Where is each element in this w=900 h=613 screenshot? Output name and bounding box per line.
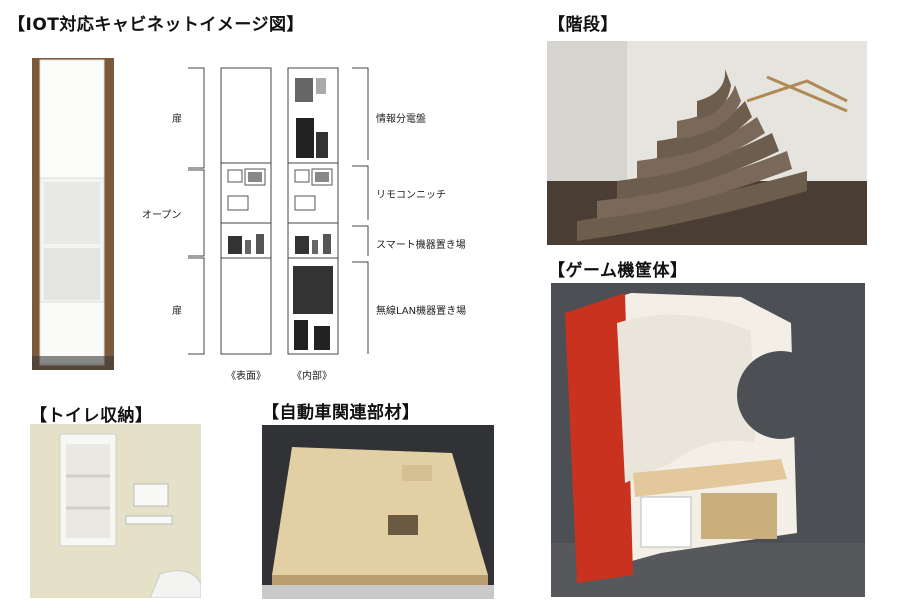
toilet-storage-title: 【トイレ収納】 — [30, 406, 153, 426]
label-door-bottom: 扉 — [172, 306, 182, 317]
game-cabinet-photo — [551, 283, 865, 597]
label-open: オープン — [142, 210, 182, 221]
iot-cabinet-title: 【IOT対応キャビネットイメージ図】 — [8, 15, 305, 35]
label-door-top: 扉 — [172, 114, 182, 125]
label-info-panel: 情報分電盤 — [376, 114, 426, 125]
cabinet-photo — [32, 58, 114, 370]
caption-front: 《表面》 — [226, 371, 266, 382]
cabinet-diagram: 扉 オープン 扉 情報分電盤 リモコンニッチ スマート機器置き場 無線LAN機器… — [130, 58, 466, 383]
label-wireless-lan-area: 無線LAN機器置き場 — [376, 306, 467, 317]
label-remote-niche: リモコンニッチ — [376, 190, 446, 201]
cabinet-diagram-drawing — [188, 67, 369, 355]
stairs-photo — [547, 41, 867, 245]
caption-inside: 《内部》 — [292, 371, 332, 382]
stairs-title: 【階段】 — [548, 15, 618, 35]
label-smart-device-area: スマート機器置き場 — [376, 240, 466, 251]
auto-parts-title: 【自動車関連部材】 — [262, 403, 420, 423]
toilet-storage-photo — [30, 424, 201, 598]
game-cabinet-title: 【ゲーム機筐体】 — [548, 261, 688, 281]
auto-parts-photo — [262, 425, 494, 599]
